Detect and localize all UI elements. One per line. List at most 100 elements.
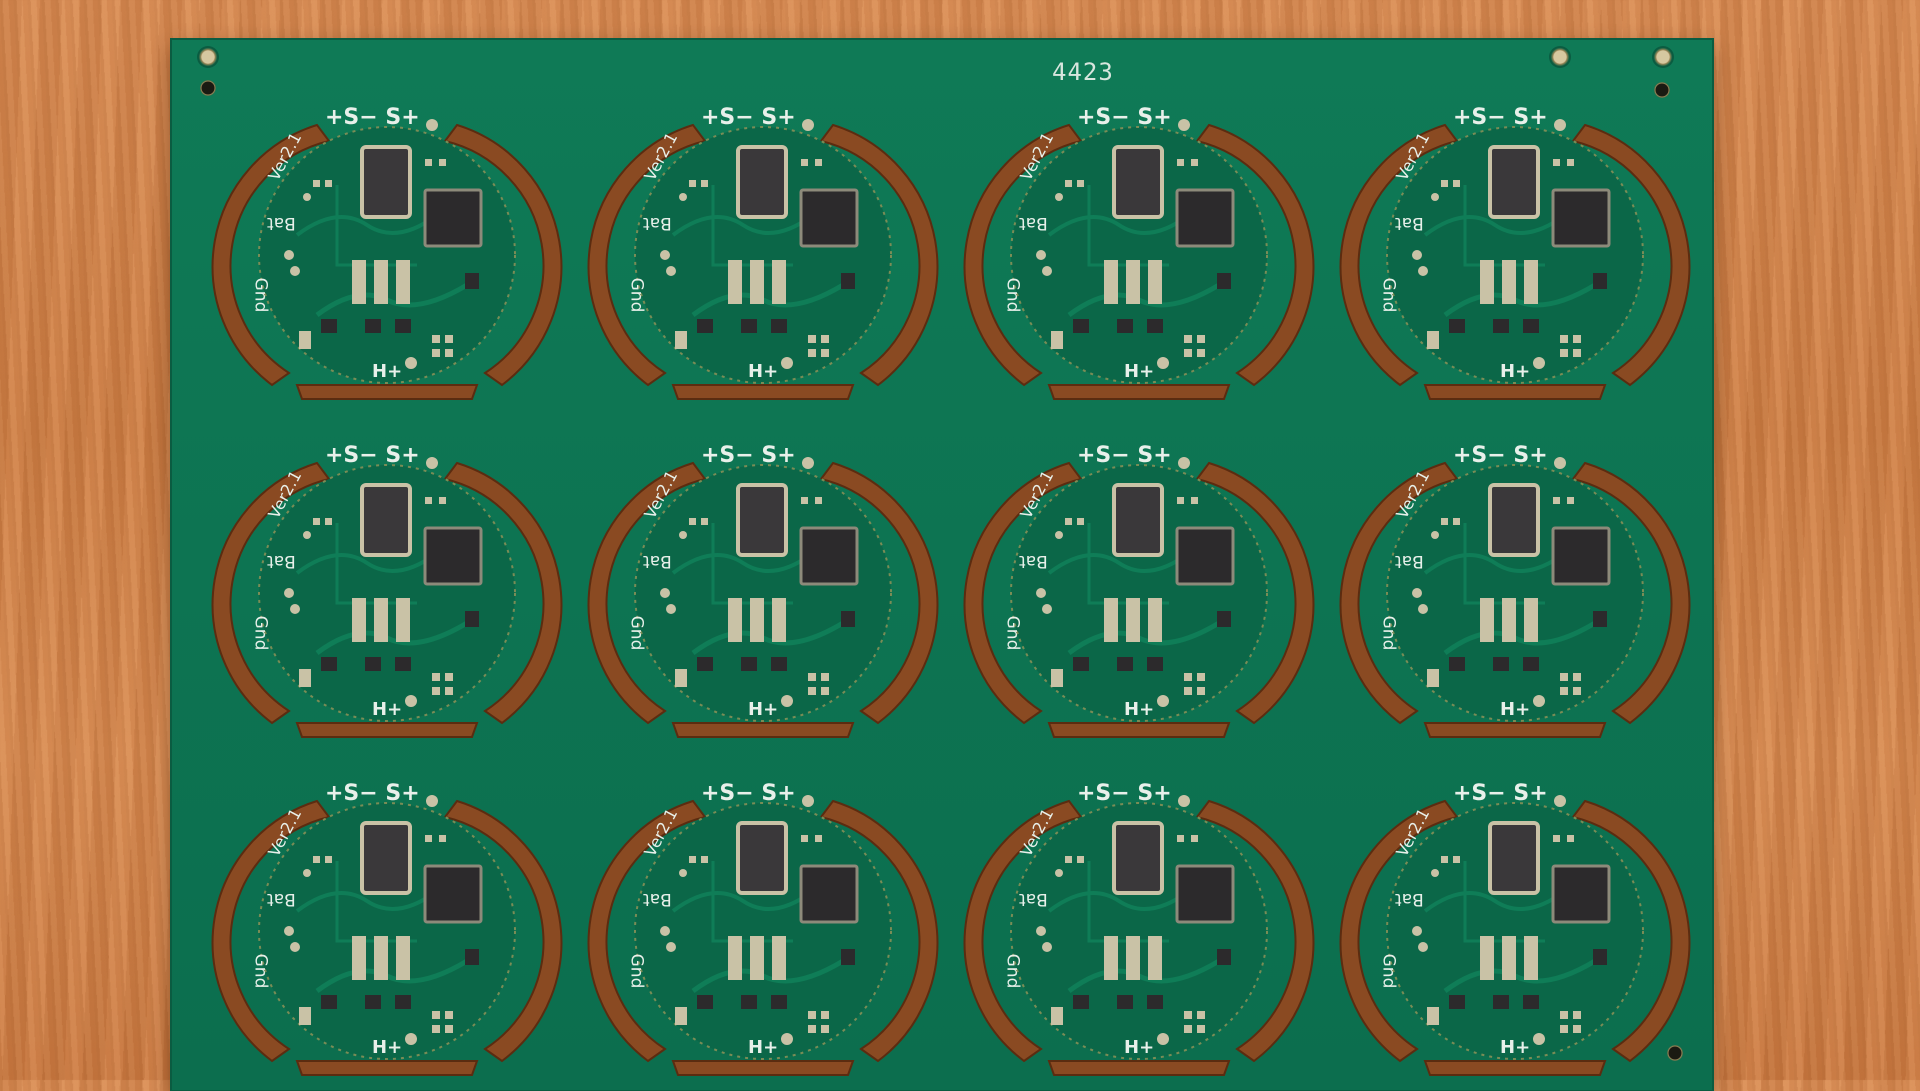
smd-pad: [1191, 835, 1198, 842]
inductor-body: [1112, 821, 1164, 895]
trace: [1423, 889, 1567, 913]
smd-pad: [1051, 331, 1063, 349]
sensor-pin-label: +S− S+: [701, 105, 796, 130]
test-pad: [1554, 795, 1566, 807]
routing-slot-right: [443, 799, 563, 1063]
routing-slot-left: [587, 123, 707, 387]
routing-slot-right: [819, 123, 939, 387]
test-pad: [1533, 695, 1545, 707]
mounting-hole: [197, 46, 219, 68]
test-pad: [1178, 119, 1190, 131]
capacitor: [352, 260, 366, 304]
smd-pad: [801, 497, 808, 504]
smd-pad: [808, 335, 816, 343]
trace: [1087, 185, 1169, 267]
ground-label: Gnd: [626, 277, 647, 313]
pcb-module-artwork: [1339, 457, 1691, 738]
smd-pad: [689, 180, 696, 187]
smd-pad: [425, 835, 432, 842]
battery-label: Bat: [267, 889, 296, 909]
mcu-chip: [1551, 188, 1611, 248]
smd-pad: [1573, 335, 1581, 343]
via: [660, 926, 670, 936]
capacitor: [1104, 936, 1118, 980]
smd-pad: [821, 335, 829, 343]
smd-pad: [1453, 856, 1460, 863]
sensor-pin-label: +S− S+: [1453, 781, 1548, 806]
transistor: [841, 611, 855, 627]
smd-pad: [689, 518, 696, 525]
capacitor: [1148, 598, 1162, 642]
via: [679, 193, 687, 201]
transistor: [771, 657, 787, 671]
mcu-chip: [799, 188, 859, 248]
pcb-module-artwork: [211, 795, 563, 1076]
smd-pad: [1560, 349, 1568, 357]
smd-pad: [821, 1025, 829, 1033]
smd-pad: [1553, 497, 1560, 504]
routing-slot-left: [1339, 799, 1459, 1063]
transistor: [771, 995, 787, 1009]
capacitor: [352, 936, 366, 980]
trace: [1047, 551, 1191, 575]
smd-pad: [432, 673, 440, 681]
tooling-hole: [200, 80, 216, 96]
pcb-module-artwork: [587, 457, 939, 738]
smd-pad: [1441, 856, 1448, 863]
capacitor: [352, 598, 366, 642]
smd-pad: [1184, 673, 1192, 681]
smd-pad: [675, 331, 687, 349]
routing-slot-right: [1571, 461, 1691, 725]
via: [1036, 250, 1046, 260]
mcu-chip: [1175, 526, 1235, 586]
smd-pad: [815, 159, 822, 166]
capacitor: [772, 936, 786, 980]
test-pad: [781, 1033, 793, 1045]
routing-slot-bottom: [671, 1060, 855, 1076]
heater-label: H+: [1124, 699, 1155, 720]
trace: [1423, 551, 1567, 575]
smd-pad: [821, 1011, 829, 1019]
pcb-module-artwork: [1339, 795, 1691, 1076]
smd-pad: [701, 856, 708, 863]
inductor-body: [736, 483, 788, 557]
via: [1412, 926, 1422, 936]
capacitor: [1502, 260, 1516, 304]
heater-label: H+: [372, 699, 403, 720]
routing-slot-left: [1339, 461, 1459, 725]
capacitor: [1104, 598, 1118, 642]
smd-pad: [1560, 1025, 1568, 1033]
ground-label: Gnd: [626, 953, 647, 989]
via: [290, 604, 300, 614]
routing-slot-right: [1571, 123, 1691, 387]
capacitor: [1480, 598, 1494, 642]
ground-label: Gnd: [250, 953, 271, 989]
smd-pad: [675, 1007, 687, 1025]
capacitor: [1524, 598, 1538, 642]
transistor: [1493, 657, 1509, 671]
transistor: [1593, 273, 1607, 289]
transistor: [1073, 319, 1089, 333]
sensor-pin-label: +S− S+: [1453, 443, 1548, 468]
heater-label: H+: [1500, 361, 1531, 382]
ground-label: Gnd: [1378, 953, 1399, 989]
battery-label: Bat: [1395, 213, 1424, 233]
trace: [1463, 861, 1545, 943]
via: [1412, 250, 1422, 260]
ground-label: Gnd: [250, 615, 271, 651]
inductor-body: [736, 145, 788, 219]
smd-pad: [1077, 180, 1084, 187]
smd-pad: [432, 1025, 440, 1033]
routing-slot-bottom: [671, 384, 855, 400]
test-pad: [802, 457, 814, 469]
tooling-hole: [1654, 82, 1670, 98]
routing-slot-right: [443, 123, 563, 387]
smd-pad: [432, 687, 440, 695]
trace: [295, 213, 439, 237]
routing-slot-left: [963, 461, 1083, 725]
transistor: [1117, 657, 1133, 671]
routing-slot-left: [211, 461, 331, 725]
smd-pad: [1197, 335, 1205, 343]
transistor: [1073, 995, 1089, 1009]
routing-slot-left: [211, 123, 331, 387]
